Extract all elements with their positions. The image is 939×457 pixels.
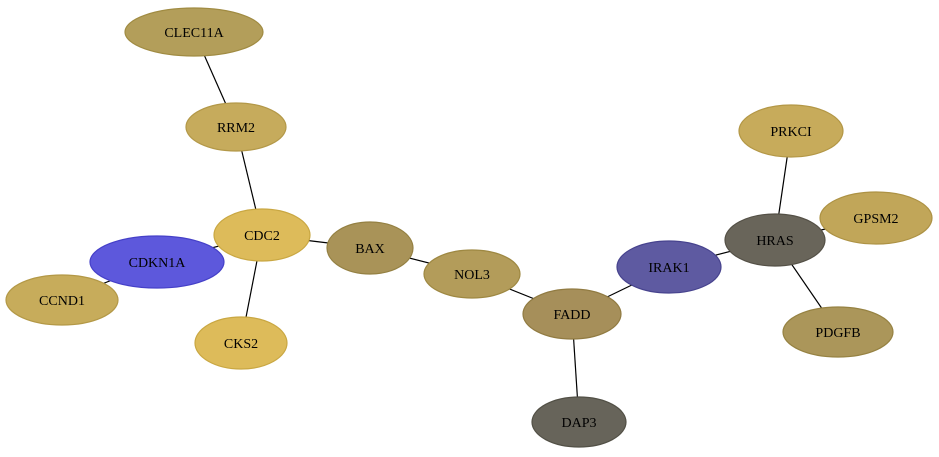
node-ellipse [738,104,844,158]
node-cdc2[interactable]: CDC2 [213,208,311,262]
node-label: DAP3 [561,416,596,431]
node-ccnd1[interactable]: CCND1 [5,274,119,326]
node-clec11a[interactable]: CLEC11A [124,7,264,57]
node-ellipse [326,221,414,275]
node-ellipse [423,249,521,299]
node-label: GPSM2 [853,212,898,227]
node-label: CLEC11A [164,26,224,41]
node-label: CCND1 [39,294,85,309]
node-cks2[interactable]: CKS2 [194,316,288,370]
node-cdkn1a[interactable]: CDKN1A [89,235,225,289]
node-label: FADD [553,308,590,323]
node-label: RRM2 [217,121,255,136]
node-ellipse [5,274,119,326]
node-label: IRAK1 [648,261,689,276]
node-hras[interactable]: HRAS [724,213,826,267]
node-ellipse [213,208,311,262]
node-pdgfb[interactable]: PDGFB [782,306,894,358]
node-label: PDGFB [815,326,860,341]
node-label: NOL3 [454,268,490,283]
node-irak1[interactable]: IRAK1 [616,240,722,294]
node-ellipse [782,306,894,358]
node-ellipse [724,213,826,267]
node-label: CDKN1A [129,256,187,271]
node-label: BAX [355,242,385,257]
node-ellipse [616,240,722,294]
node-bax[interactable]: BAX [326,221,414,275]
node-ellipse [89,235,225,289]
node-label: CDC2 [244,229,280,244]
node-ellipse [185,102,287,152]
node-dap3[interactable]: DAP3 [531,396,627,448]
node-nol3[interactable]: NOL3 [423,249,521,299]
node-gpsm2[interactable]: GPSM2 [819,191,933,245]
node-ellipse [819,191,933,245]
node-label: HRAS [756,234,793,249]
node-ellipse [124,7,264,57]
node-rrm2[interactable]: RRM2 [185,102,287,152]
node-ellipse [194,316,288,370]
node-ellipse [531,396,627,448]
node-label: CKS2 [224,337,258,352]
node-ellipse [522,288,622,340]
node-fadd[interactable]: FADD [522,288,622,340]
node-label: PRKCI [770,125,812,140]
node-prkci[interactable]: PRKCI [738,104,844,158]
